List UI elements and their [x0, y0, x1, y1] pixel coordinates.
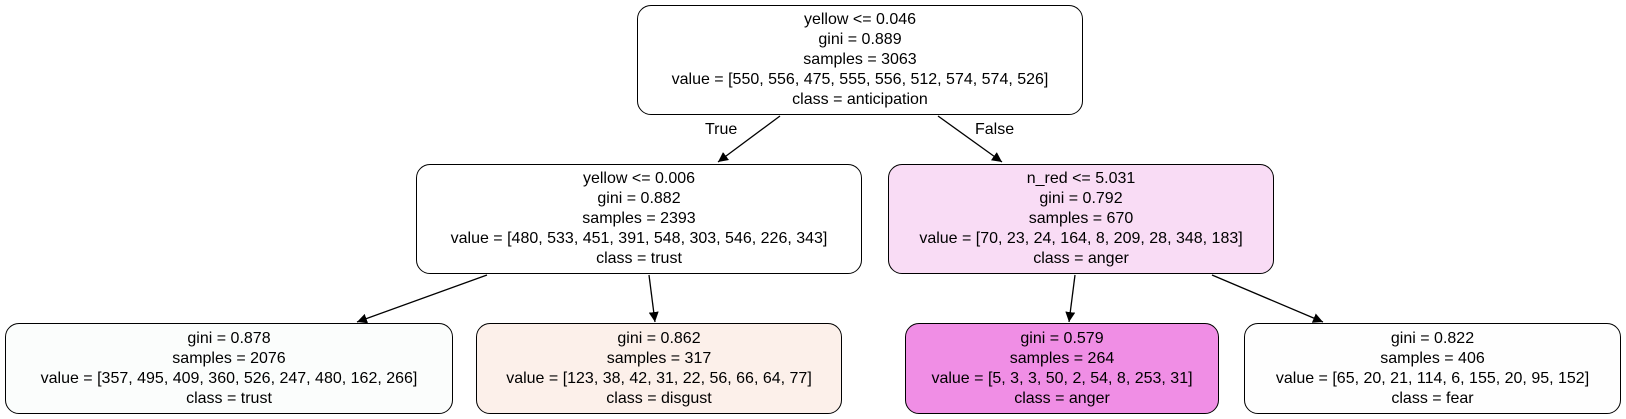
edge-label-true: True — [705, 121, 738, 138]
node-split: yellow <= 0.006 — [582, 170, 696, 187]
edge-left-to-left-left — [356, 274, 488, 324]
node-class: class = trust — [186, 389, 272, 407]
tree-leaf-right-right: gini = 0.822 samples = 406 value = [65, … — [1244, 323, 1621, 414]
node-gini: gini = 0.878 — [187, 329, 271, 347]
tree-leaf-left-right: gini = 0.862 samples = 317 value = [123,… — [476, 323, 842, 414]
node-class: class = trust — [596, 250, 682, 267]
node-samples: samples = 2393 — [582, 210, 696, 227]
node-value: value = [5, 3, 3, 50, 2, 54, 8, 253, 31] — [931, 369, 1193, 387]
node-gini: gini = 0.882 — [597, 190, 681, 207]
node-gini: gini = 0.862 — [617, 329, 701, 347]
node-gini: gini = 0.792 — [1039, 190, 1123, 207]
edge-left-to-left-right — [648, 274, 659, 323]
edge-label-false: False — [975, 121, 1015, 138]
tree-leaf-right-left: gini = 0.579 samples = 264 value = [5, 3… — [905, 323, 1219, 414]
node-samples: samples = 670 — [1028, 210, 1134, 227]
node-samples: samples = 264 — [1009, 349, 1115, 367]
edge-right-to-right-left — [1065, 274, 1076, 323]
tree-node-right: n_red <= 5.031 gini = 0.792 samples = 67… — [888, 164, 1274, 274]
node-class: class = anticipation — [792, 91, 928, 108]
node-value: value = [480, 533, 451, 391, 548, 303, 5… — [450, 230, 828, 247]
node-samples: samples = 2076 — [172, 349, 286, 367]
edge-root-to-left — [717, 115, 781, 163]
node-value: value = [550, 556, 475, 555, 556, 512, 5… — [671, 71, 1049, 88]
node-samples: samples = 317 — [606, 349, 712, 367]
node-value: value = [357, 495, 409, 360, 526, 247, 4… — [40, 369, 418, 387]
node-value: value = [123, 38, 42, 31, 22, 56, 66, 64… — [506, 369, 812, 387]
node-class: class = disgust — [606, 389, 712, 407]
node-value: value = [70, 23, 24, 164, 8, 209, 28, 34… — [919, 230, 1243, 247]
tree-node-left: yellow <= 0.006 gini = 0.882 samples = 2… — [416, 164, 862, 274]
node-samples: samples = 406 — [1380, 349, 1485, 367]
node-gini: gini = 0.822 — [1390, 329, 1475, 347]
node-gini: gini = 0.889 — [818, 31, 902, 48]
node-class: class = fear — [1391, 389, 1474, 407]
node-class: class = anger — [1033, 250, 1129, 267]
tree-leaf-left-left: gini = 0.878 samples = 2076 value = [357… — [5, 323, 453, 414]
node-split: n_red <= 5.031 — [1026, 170, 1136, 187]
node-value: value = [65, 20, 21, 114, 6, 155, 20, 95… — [1275, 369, 1590, 387]
node-class: class = anger — [1014, 389, 1110, 407]
node-split: yellow <= 0.046 — [803, 11, 917, 28]
node-samples: samples = 3063 — [803, 51, 917, 68]
edge-right-to-right-right — [1211, 274, 1324, 323]
node-gini: gini = 0.579 — [1020, 329, 1104, 347]
edge-root-to-right — [937, 115, 1003, 163]
tree-node-root: yellow <= 0.046 gini = 0.889 samples = 3… — [637, 5, 1083, 115]
